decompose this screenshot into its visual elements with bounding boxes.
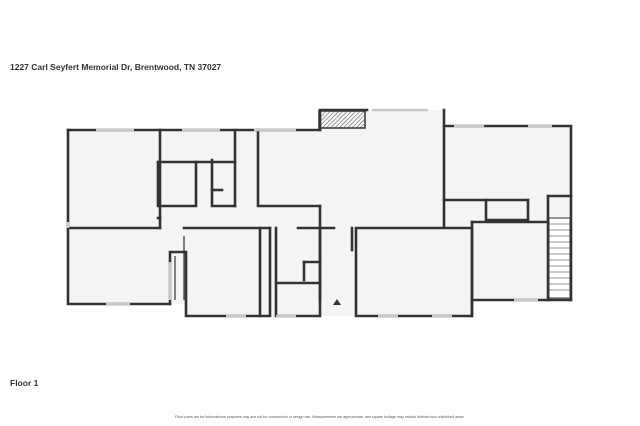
chimney-hatch-icon <box>318 110 366 129</box>
disclaimer: Floor plans are for informational purpos… <box>175 415 465 419</box>
interior-lines <box>174 200 445 300</box>
windows <box>66 108 552 318</box>
walls <box>66 108 573 318</box>
floor-label: Floor 1 <box>10 378 39 388</box>
address-title: 1227 Carl Seyfert Memorial Dr, Brentwood… <box>10 62 222 72</box>
stairs-icon <box>548 217 571 299</box>
entry-arrow-icon <box>333 299 341 305</box>
